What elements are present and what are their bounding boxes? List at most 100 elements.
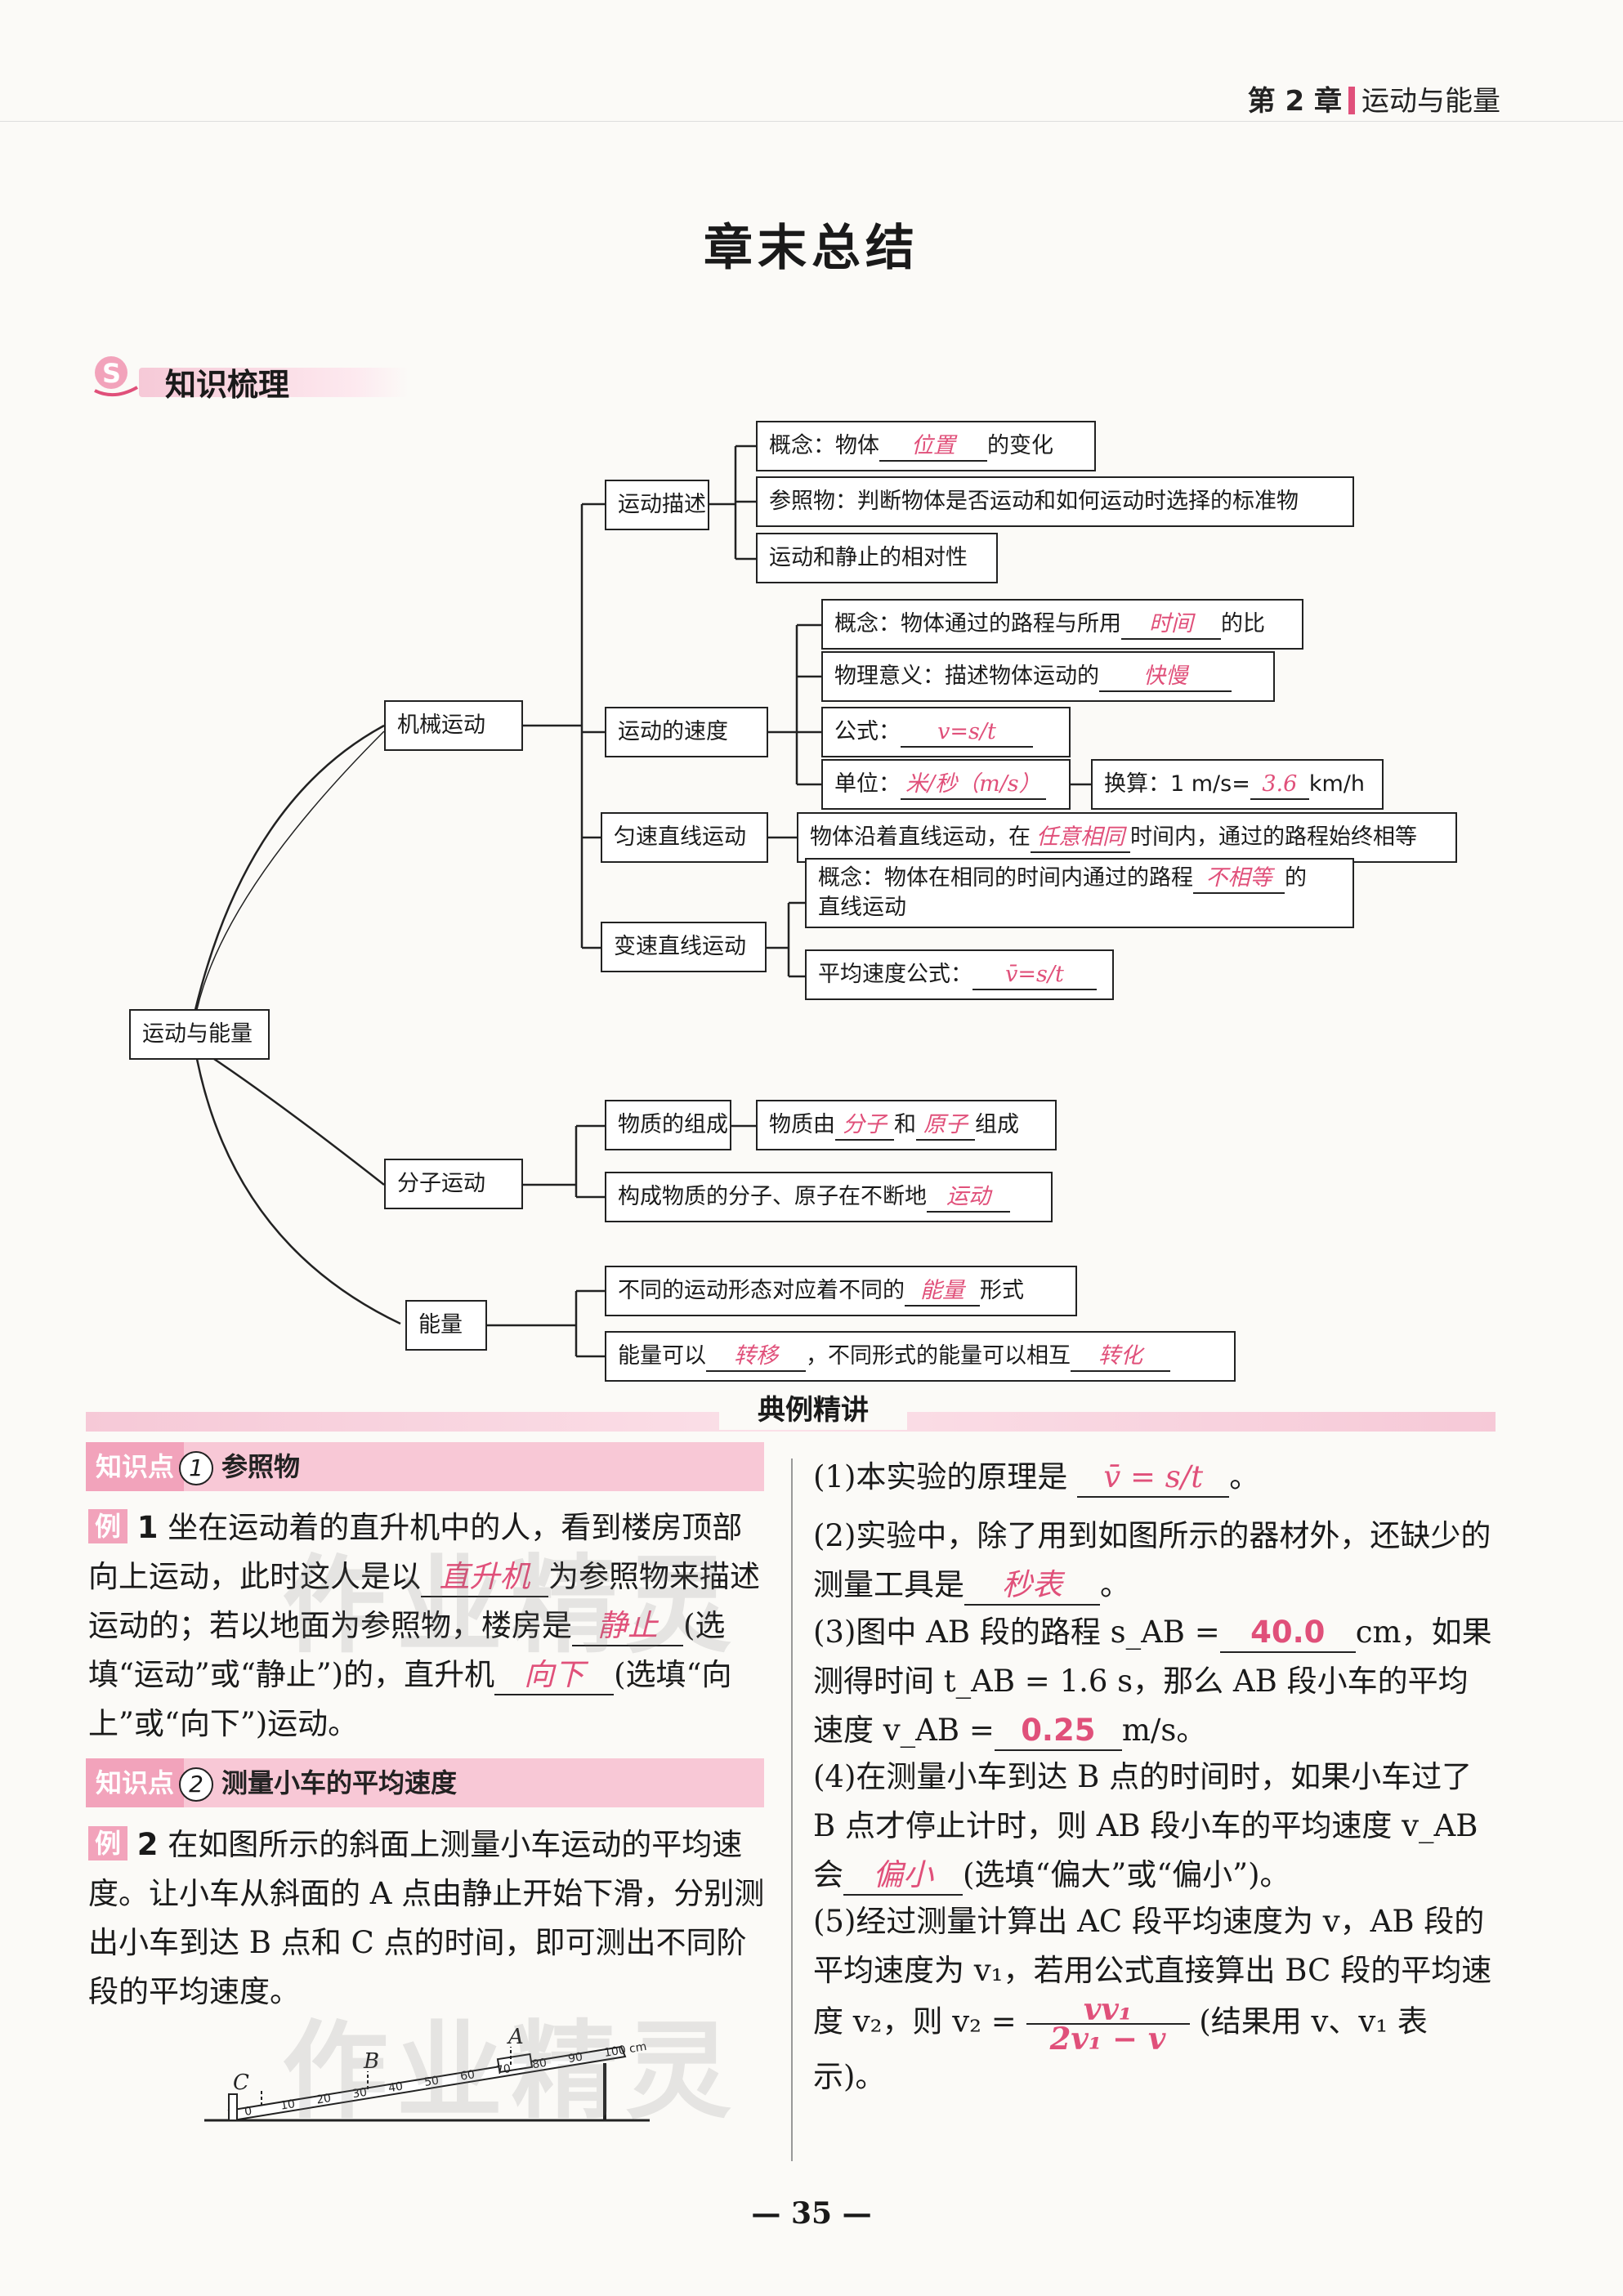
average-speed-answer: v̄=s/t [972, 961, 1097, 990]
q5-text: (5)经过测量计算出 AC 段平均速度为 v，AB 段的平均速度为 v₁，若用公… [813, 1904, 1492, 2039]
kp2-number: 2 [179, 1767, 214, 1802]
matter-desc-suffix: 组成 [975, 1112, 1019, 1137]
ruler-tick-label: 60 [459, 2068, 476, 2084]
node-uniform-motion: 匀速直线运动 [601, 812, 768, 863]
kp2-title: 测量小车的平均速度 [221, 1767, 458, 1798]
figure-label-a: A [507, 2025, 524, 2049]
chapter-number: 第 2 章 [1247, 85, 1342, 118]
ex1-text-3: (选填“运动”或“静止”)的，直升机 [88, 1608, 726, 1692]
q4-suffix: (选填“偏大”或“偏小”)。 [963, 1857, 1290, 1892]
section-ribbon [139, 368, 409, 397]
molecules-answer: 运动 [927, 1183, 1010, 1213]
q2-answer: 秒表 [964, 1566, 1100, 1606]
figure-stop-plate [228, 2093, 238, 2121]
q2-text: (2)实验中，除了用到如图所示的器材外，还缺少的测量工具是 [813, 1518, 1491, 1602]
desc-concept-text: 概念：物体 [769, 433, 879, 458]
ruler-tick-label: 50 [423, 2074, 440, 2089]
energy-transfer-answer-1: 转移 [706, 1342, 806, 1372]
ex1-tag: 例 [88, 1509, 128, 1543]
energy-forms-text: 不同的运动形态对应着不同的 [618, 1278, 905, 1303]
average-speed-label: 平均速度公式： [818, 962, 972, 987]
ex1-answer-3: 向下 [494, 1656, 615, 1695]
node-desc-concept: 概念：物体位置的变化 [756, 421, 1096, 471]
energy-forms-suffix: 形式 [980, 1278, 1024, 1303]
ex1-text-1: 坐在运动着的直升机中的人，看到楼房顶部向上运动，此时这人是以 [88, 1510, 743, 1594]
q1-text: (1)本实验的原理是 [813, 1459, 1068, 1494]
q3-answer-1: 40.0 [1219, 1614, 1356, 1653]
kp2-label: 知识点 [86, 1758, 185, 1807]
desc-concept-suffix: 的变化 [987, 433, 1053, 458]
speed-formula-label: 公式： [834, 719, 901, 744]
matter-answer-2: 原子 [916, 1111, 975, 1141]
section-logo-icon: S [94, 356, 138, 397]
node-matter-composition: 物质的组成 [605, 1100, 731, 1150]
speed-concept-text: 概念：物体通过的路程与所用 [834, 611, 1121, 637]
node-reference-object: 参照物：判断物体是否运动和如何运动时选择的标准物 [756, 476, 1354, 527]
energy-transfer-text: 能量可以 [618, 1343, 706, 1369]
variable-concept-line2: 直线运动 [818, 895, 906, 920]
ex1-number: 1 [136, 1510, 159, 1545]
variable-concept-text: 概念：物体在相同的时间内通过的路程 [818, 865, 1193, 891]
node-speed-unit: 单位：米/秒（m/s） [821, 759, 1071, 810]
ex1-answer-1: 直升机 [421, 1558, 548, 1597]
q2-suffix: 。 [1100, 1567, 1130, 1602]
speed-unit-answer: 米/秒（m/s） [901, 771, 1046, 800]
uniform-desc-text: 物体沿着直线运动，在 [810, 824, 1031, 850]
conversion-unit: km/h [1308, 771, 1366, 797]
figure-label-b: B [363, 2049, 379, 2074]
speed-unit-label: 单位： [834, 771, 901, 797]
ruler-tick-label: 0 [244, 2105, 253, 2119]
kp1-label: 知识点 [86, 1442, 185, 1491]
header-rule [0, 121, 1623, 122]
ex2-text: 在如图所示的斜面上测量小车运动的平均速度。让小车从斜面的 A 点由静止开始下滑，… [88, 1827, 765, 2009]
mindmap-lines [193, 444, 1091, 1358]
node-speed-concept: 概念：物体通过的路程与所用时间的比 [821, 599, 1303, 650]
ruler-tick-label: 90 [567, 2051, 583, 2066]
header-divider [1348, 87, 1355, 114]
node-speed-formula: 公式：v=s/t [821, 707, 1071, 757]
watermark-top: 作业精灵 [282, 1543, 740, 1668]
ruler-tick-label: 40 [387, 2080, 404, 2096]
figure-cart [496, 2053, 534, 2074]
q3-text-1: (3)图中 AB 段的路程 s_AB = [813, 1615, 1220, 1650]
page-number-value: 35 [790, 2196, 833, 2231]
node-motion-description: 运动描述 [605, 480, 709, 530]
node-variable-concept: 概念：物体在相同的时间内通过的路程不相等的直线运动 [805, 858, 1354, 928]
page-number: — 35 — [751, 2196, 872, 2231]
example-2: 例 2 在如图所示的斜面上测量小车运动的平均速度。让小车从斜面的 A 点由静止开… [88, 1820, 771, 2017]
node-average-speed: 平均速度公式：v̄=s/t [805, 949, 1114, 1000]
mindmap-root: 运动与能量 [129, 1009, 270, 1060]
matter-desc-text: 物质由 [769, 1112, 835, 1137]
question-4: (4)在测量小车到达 B 点的时间时，如果小车过了 B 点才停止计时，则 AB … [813, 1753, 1496, 1900]
molecules-desc-text: 构成物质的分子、原子在不断地 [618, 1184, 927, 1209]
question-5: (5)经过测量计算出 AC 段平均速度为 v，AB 段的平均速度为 v₁，若用公… [813, 1897, 1496, 2102]
q4-answer: 偏小 [843, 1856, 963, 1896]
energy-forms-answer: 能量 [905, 1277, 980, 1307]
node-energy-forms: 不同的运动形态对应着不同的能量形式 [605, 1266, 1077, 1316]
node-uniform-description: 物体沿着直线运动，在任意相同时间内，通过的路程始终相等 [797, 812, 1457, 863]
energy-transfer-mid: ，不同形式的能量可以相互 [806, 1343, 1071, 1369]
node-relativity: 运动和静止的相对性 [756, 533, 998, 583]
node-speed-meaning: 物理意义：描述物体运动的快慢 [821, 651, 1275, 702]
chapter-title: 运动与能量 [1361, 85, 1500, 118]
q5-answer-numerator: vv₁ [1026, 1994, 1190, 2025]
q3-answer-2: 0.25 [994, 1712, 1122, 1751]
uniform-desc-answer: 任意相同 [1031, 824, 1130, 853]
uniform-desc-suffix: 时间内，通过的路程始终相等 [1130, 824, 1417, 850]
ex2-number: 2 [136, 1827, 159, 1862]
q5-suffix: (结果用 v、v₁ 表示)。 [813, 2003, 1428, 2095]
kp1-number: 1 [179, 1451, 214, 1485]
speed-concept-answer: 时间 [1121, 610, 1221, 640]
ruler-tick-label: 10 [279, 2097, 296, 2113]
ex1-answer-2: 静止 [572, 1607, 683, 1646]
speed-meaning-text: 物理意义：描述物体运动的 [834, 663, 1099, 689]
matter-answer-1: 分子 [835, 1111, 894, 1141]
node-molecular-motion: 分子运动 [384, 1159, 523, 1209]
q4-text: (4)在测量小车到达 B 点的时间时，如果小车过了 B 点才停止计时，则 AB … [813, 1759, 1478, 1892]
section-title: 知识梳理 [165, 367, 290, 403]
ex1-text-2: 为参照物来描述运动的；若以地面为参照物，楼房是 [88, 1559, 760, 1643]
